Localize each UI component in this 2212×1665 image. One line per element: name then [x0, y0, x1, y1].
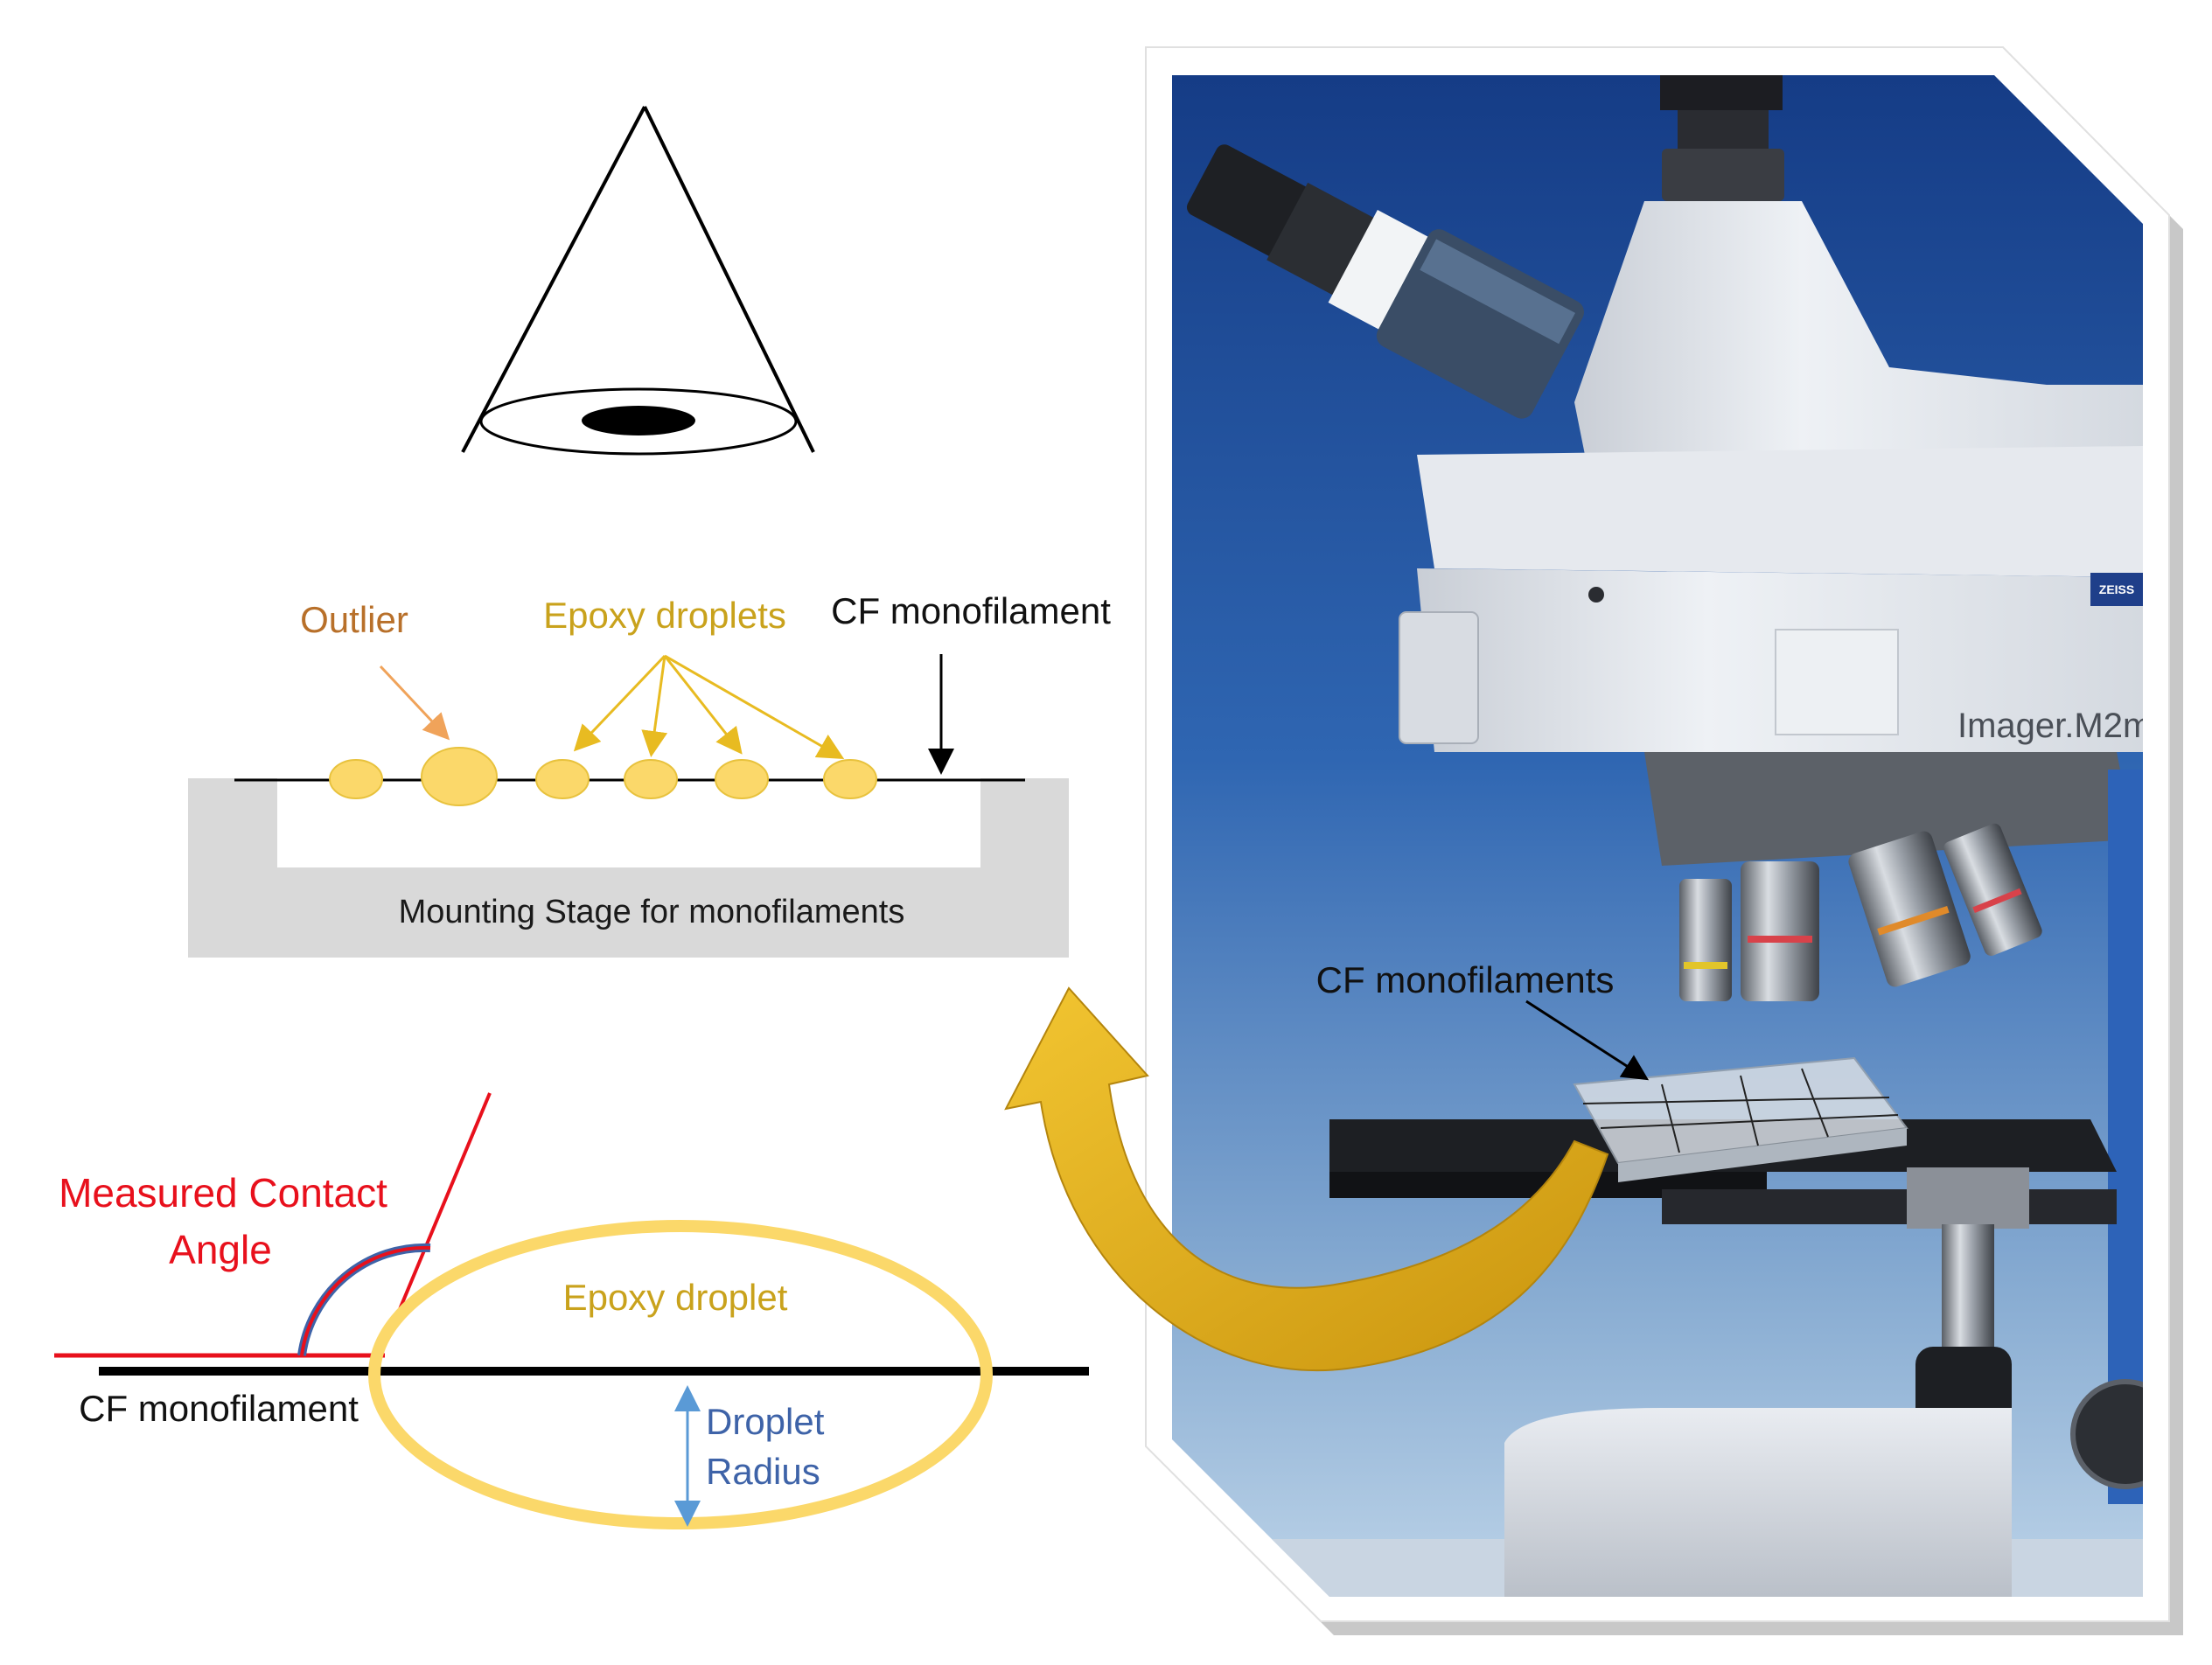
brand-mark: ZEISS	[2099, 582, 2134, 596]
microscope-photo: ZEISS Imager.M2m	[1145, 46, 2183, 1635]
epoxy-droplet	[823, 759, 877, 799]
sample-slide	[1573, 1056, 1908, 1182]
droplet-radius-label-2: Radius	[706, 1451, 820, 1492]
epoxy-droplets-label: Epoxy droplets	[543, 595, 786, 636]
outlier-droplet	[421, 747, 498, 806]
cf-monofilaments-pointer	[1525, 1000, 1650, 1081]
cf-monofilament-top-label: CF monofilament	[831, 590, 1111, 631]
epoxy-droplets-arrows	[573, 654, 845, 759]
droplet-radius-label-1: Droplet	[706, 1401, 825, 1442]
outlier-label: Outlier	[300, 599, 408, 640]
curved-arrow-icon	[1004, 986, 1609, 1372]
light-cone-icon	[461, 106, 815, 456]
mounting-stage: Mounting Stage for monofilaments	[188, 654, 1069, 958]
epoxy-droplet	[624, 759, 678, 799]
cf-monofilament-bottom-label: CF monofilament	[79, 1388, 359, 1429]
mounting-stage-label: Mounting Stage for monofilaments	[399, 894, 905, 930]
epoxy-droplet-label: Epoxy droplet	[563, 1277, 788, 1318]
measured-contact-angle-label-1: Measured Contact	[59, 1170, 387, 1216]
contact-angle-diagram	[54, 1092, 1089, 1529]
microscope-model-label: Imager.M2m	[1957, 707, 2152, 745]
epoxy-droplet	[715, 759, 769, 799]
measured-contact-angle-label-2: Angle	[169, 1227, 272, 1272]
outlier-arrow	[379, 665, 450, 741]
epoxy-droplet	[329, 759, 383, 799]
epoxy-droplets-group	[329, 747, 877, 806]
cf-monofilaments-photo-label: CF monofilaments	[1316, 959, 1615, 1000]
epoxy-droplet	[535, 759, 590, 799]
